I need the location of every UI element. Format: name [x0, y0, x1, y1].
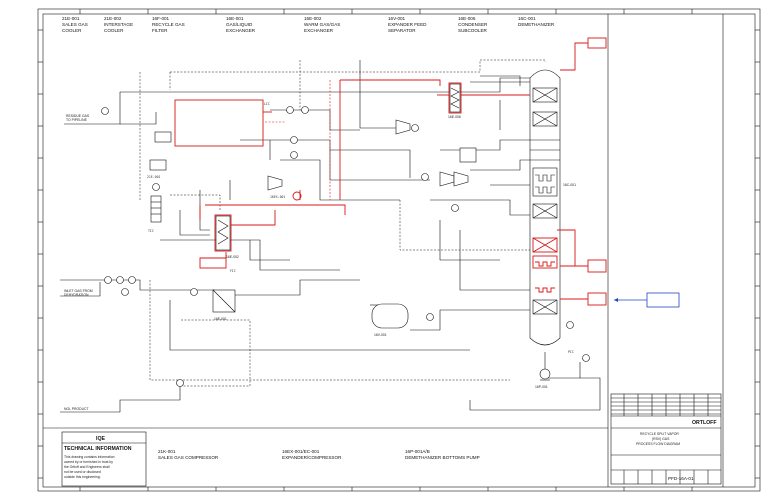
modified-connections: [557, 37, 607, 306]
subcooler-tag: 16E-006: [448, 115, 461, 119]
header-line1-6: EXPANDER FEED: [388, 22, 427, 27]
exchanger-2-tag: 16E-002: [226, 255, 239, 259]
header-line2-6: SEPARATOR: [388, 28, 416, 33]
header-tag-4: 16E-001: [226, 16, 244, 21]
tech-info-line-1: This drawing contains information: [64, 455, 115, 459]
footer-tag-2: 16EX-001/EC-001: [282, 449, 320, 454]
drawing-inner-border: [42, 13, 756, 488]
tag-b: PIC: [568, 350, 574, 354]
footer-tag-3: 16P-001A/B: [405, 449, 430, 454]
title-block: ORTLOFF RECYCLE SPLIT VAPOR (RSV) GAS PR…: [610, 393, 722, 485]
footer-line1-3: DEMETHANIZER BOTTOMS PUMP: [405, 455, 480, 460]
tech-info-line-2: owned by or furnished in trust by: [64, 460, 113, 464]
header-tag-5: 16E-002: [304, 16, 322, 21]
pump-tag: 16P-001: [535, 385, 548, 389]
tag-f: 16EX-001: [270, 195, 285, 199]
residue-gas-label: RESIDUE GAS: [66, 114, 90, 118]
header-equipment-labels: 21E-001 SALES GAS COOLER 21E-002 INTERST…: [62, 16, 555, 33]
company-name: ORTLOFF: [692, 420, 717, 426]
tech-info-line-5: outside this engineering.: [64, 475, 101, 479]
to-pipeline-label: TO PIPELINE: [66, 118, 88, 122]
ngl-product-label: NGL PRODUCT: [64, 407, 89, 411]
equipment: 16V-001 16E-001 16E-002 16E-006 16P-001: [149, 83, 551, 389]
title-line-1: RECYCLE SPLIT VAPOR: [640, 432, 679, 436]
tag-c: TIC: [148, 229, 154, 233]
tag-a: LIC: [264, 102, 270, 106]
header-line2-7: SUBCOOLER: [458, 28, 488, 33]
footer-tag-1: 21K-001: [158, 449, 176, 454]
border-zone-marks: [38, 9, 760, 491]
title-line-2: (RSV) GAS: [652, 437, 670, 441]
tech-info-title: TECHNICAL INFORMATION: [64, 446, 132, 452]
tech-info-line-3: the Ortloff and Engineers shall: [64, 465, 110, 469]
header-line1-2: INTERSTAGE: [104, 22, 133, 27]
header-tag-6: 16V-001: [388, 16, 406, 21]
tech-info-logo: IQE: [96, 436, 105, 442]
header-tag-8: 16C-001: [518, 16, 536, 21]
header-line1-7: CONDENSER: [458, 22, 488, 27]
header-tag-3: 16F-001: [152, 16, 170, 21]
header-line2-2: COOLER: [104, 28, 124, 33]
instrument-tags: LIC PIC TIC FIC 21E-001 16EX-001: [147, 102, 574, 354]
stream-labels: RESIDUE GAS TO PIPELINE INLET GAS FROM D…: [64, 114, 93, 411]
tech-info-line-4: not be used or disclosed: [64, 470, 101, 474]
header-line2-1: COOLER: [62, 28, 82, 33]
footer-line1-2: EXPANDER/COMPRESSOR: [282, 455, 342, 460]
header-line2-5: EXCHANGER: [304, 28, 334, 33]
tag-d: FIC: [230, 269, 236, 273]
header-tag-2: 21E-002: [104, 16, 122, 21]
title-line-3: PROCESS FLOW DIAGRAM: [636, 442, 680, 446]
demethanizer-column: 16C-001: [529, 69, 576, 346]
technical-info-box: IQE TECHNICAL INFORMATION This drawing c…: [61, 431, 147, 487]
dehydration-label: DEHYDRATION: [64, 293, 89, 297]
footer-equipment-labels: 21K-001 SALES GAS COMPRESSOR 16EX-001/EC…: [158, 449, 480, 460]
header-line1-3: RECYCLE GAS: [152, 22, 185, 27]
inlet-gas-label: INLET GAS FROM: [64, 289, 93, 293]
header-tag-1: 21E-001: [62, 16, 80, 21]
header-line1-1: SALES GAS: [62, 22, 88, 27]
footer-line1-1: SALES GAS COMPRESSOR: [158, 455, 219, 460]
process-piping: [60, 59, 601, 413]
header-line1-5: WARM GAS/GAS: [304, 22, 340, 27]
modified-piping: [174, 79, 530, 269]
drawing-number: PFD-16A-01: [668, 476, 694, 481]
new-connection: [614, 292, 680, 308]
exchanger-1-tag: 16E-001: [214, 317, 227, 321]
header-line2-3: FILTER: [152, 28, 168, 33]
header-line1-8: DEMETHANIZER: [518, 22, 555, 27]
header-tag-7: 16E-006: [458, 16, 476, 21]
header-line2-4: EXCHANGER: [226, 28, 256, 33]
header-line1-4: GAS/LIQUID: [226, 22, 253, 27]
tag-e: 21E-001: [147, 175, 161, 179]
drawing-border: [37, 8, 761, 492]
instruments: [101, 106, 590, 387]
column-tag: 16C-001: [563, 183, 576, 187]
separator-tag: 16V-001: [374, 333, 387, 337]
